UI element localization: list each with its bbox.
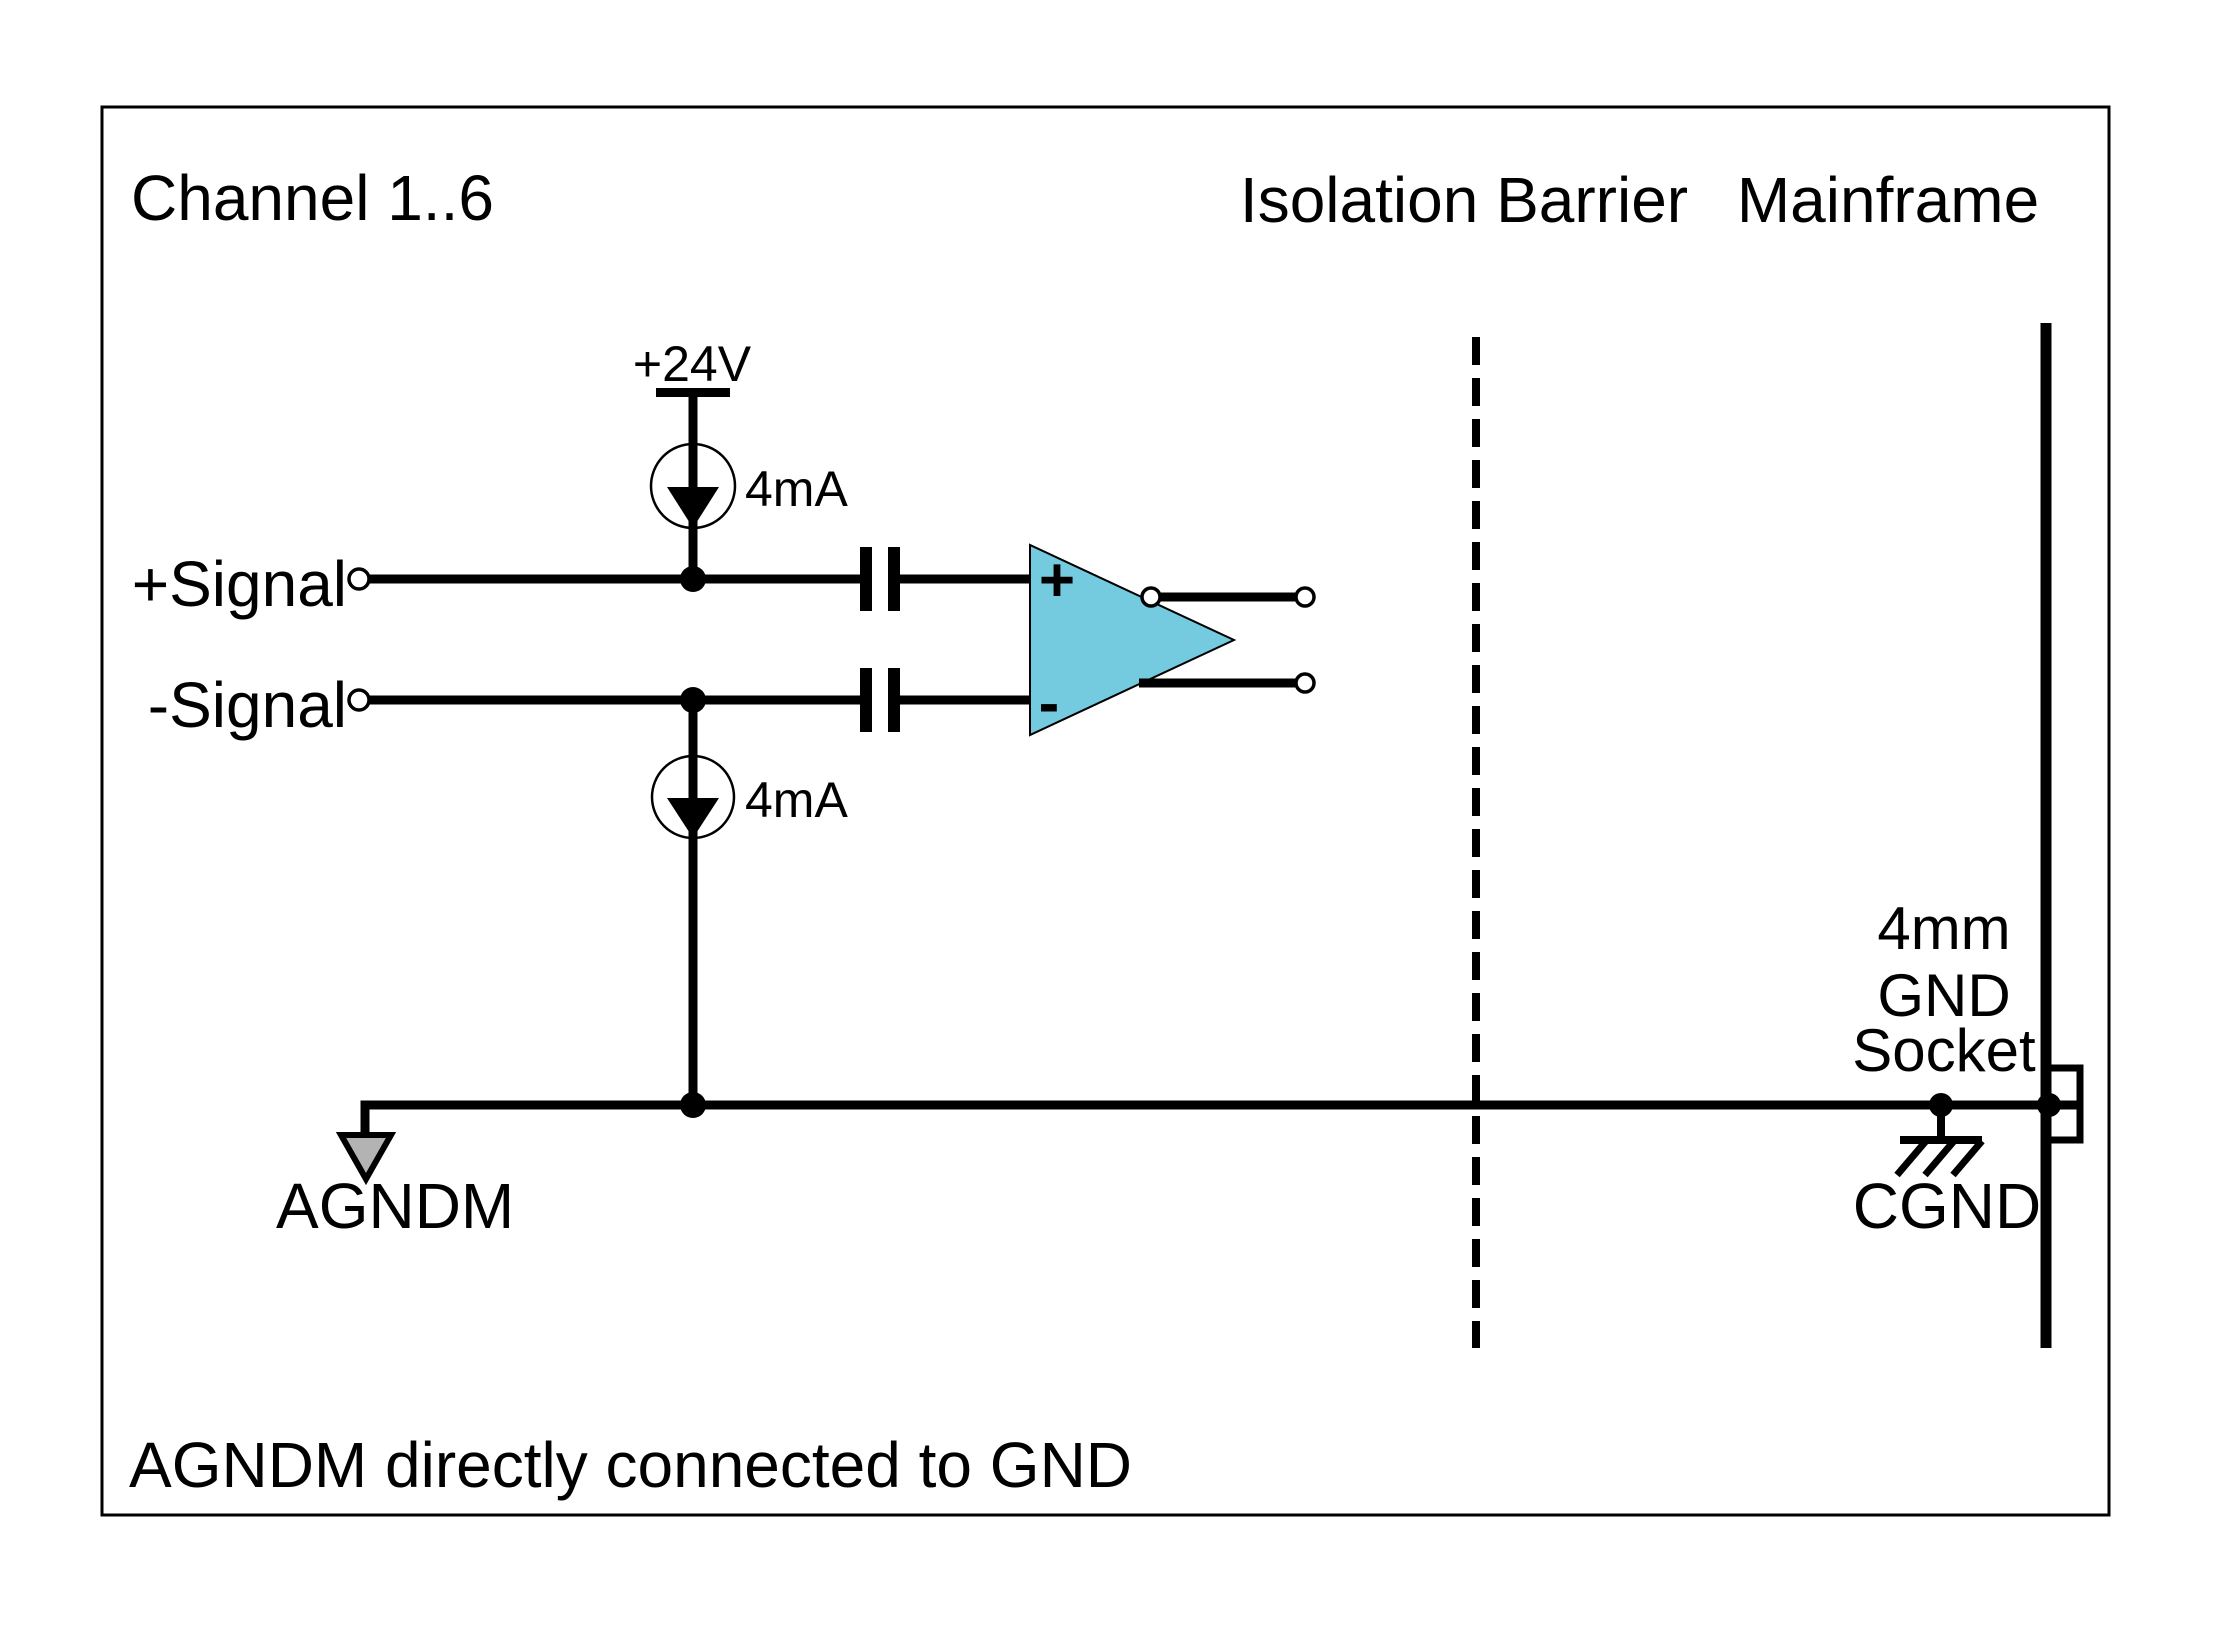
minus-signal-terminal-icon <box>347 688 371 712</box>
mainframe-label: Mainframe <box>1737 164 2039 236</box>
lower-current-source-branch: 4mA <box>650 700 848 1105</box>
cgnd-hatch-1-icon <box>1894 1138 1929 1178</box>
gnd-socket-label-line1: 4mm <box>1877 895 2010 962</box>
opamp-triangle <box>1029 543 1237 737</box>
supply-voltage-label: +24V <box>633 336 752 392</box>
cgnd-label: CGND <box>1853 1170 2041 1242</box>
plus-signal-label: +Signal <box>132 548 347 620</box>
plus-signal-row: +Signal <box>132 547 1031 620</box>
output-upper-right-terminal-icon <box>1294 586 1316 608</box>
gnd-socket: 4mm GND Socket <box>1852 895 2084 1144</box>
bus-socket-junction-dot <box>2037 1093 2061 1117</box>
agndm-ground: AGNDM <box>276 1132 514 1242</box>
agndm-label: AGNDM <box>276 1170 514 1242</box>
cgnd-hatch-2-icon <box>1922 1138 1957 1178</box>
opamp: + - <box>1029 543 1237 738</box>
gnd-socket-label-line3: Socket <box>1852 1017 2036 1084</box>
gnd-socket-tab <box>2046 1064 2084 1144</box>
isolation-barrier-label: Isolation Barrier <box>1240 164 1688 236</box>
minus-signal-row: -Signal <box>148 668 1031 741</box>
opamp-plus-label: + <box>1039 546 1075 615</box>
opamp-minus-label: - <box>1039 669 1060 738</box>
ground-bus <box>360 1092 2078 1136</box>
output-upper-left-terminal-icon <box>1140 586 1162 608</box>
ground-bus-wire <box>360 1100 2078 1136</box>
supply-branch: +24V 4mA <box>633 336 848 579</box>
minus-signal-label: -Signal <box>148 669 347 741</box>
capacitor-top-plate-left <box>860 547 872 611</box>
capacitor-bottom-plate-left <box>860 668 872 732</box>
opamp-outputs <box>1139 586 1316 694</box>
bus-current-source-junction-dot <box>680 1092 706 1118</box>
current-source-top-label: 4mA <box>745 461 848 517</box>
gnd-socket-label-line2: GND <box>1877 962 2010 1029</box>
current-source-bottom-arrow-icon <box>667 798 719 838</box>
supply-rail-bar <box>656 388 730 397</box>
cgnd-hatch-3-icon <box>1950 1138 1985 1178</box>
cgnd-ground: CGND <box>1853 1105 2041 1242</box>
plus-signal-terminal-icon <box>347 567 371 591</box>
agndm-arrow-icon <box>335 1132 397 1186</box>
current-source-bottom-label: 4mA <box>745 772 848 828</box>
capacitor-top-plate-right <box>888 547 900 611</box>
bottom-note: AGNDM directly connected to GND <box>129 1429 1132 1501</box>
channel-label: Channel 1..6 <box>131 162 494 234</box>
output-lower-right-terminal-icon <box>1294 672 1316 694</box>
capacitor-bottom-plate-right <box>888 668 900 732</box>
current-source-top-arrow-icon <box>667 487 719 528</box>
plus-signal-junction-dot <box>680 566 706 592</box>
diagram-border <box>100 105 2111 1517</box>
